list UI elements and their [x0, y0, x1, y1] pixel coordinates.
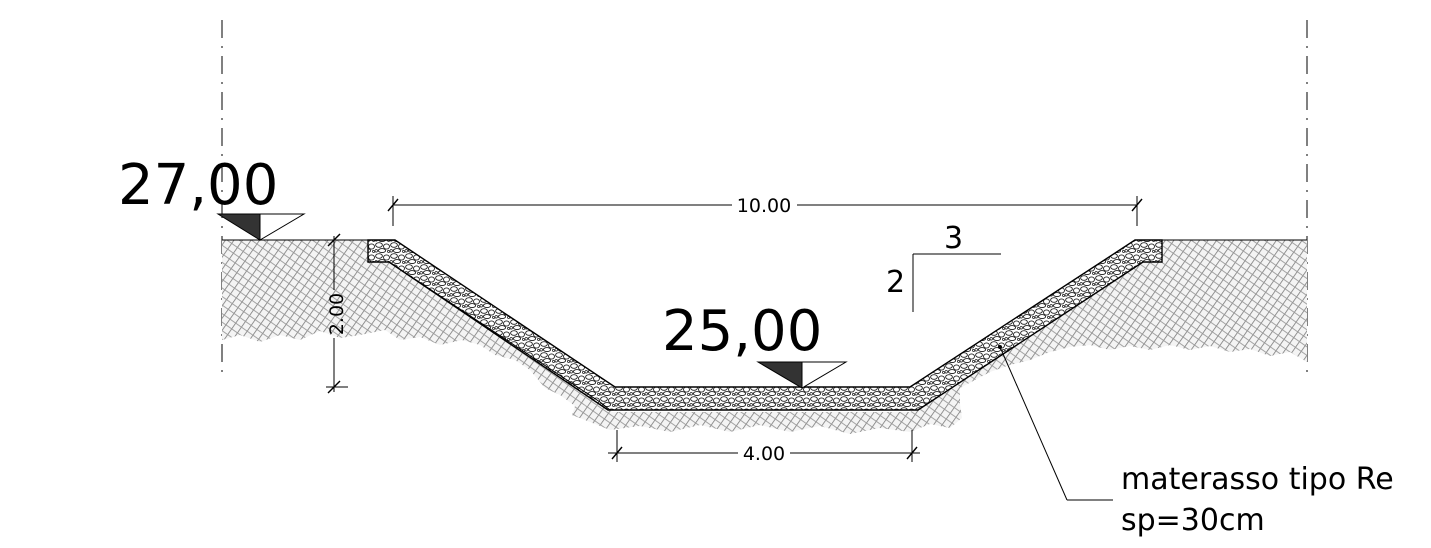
- soil-right: [910, 240, 1307, 412]
- slope-indicator: 3 2: [886, 221, 1001, 312]
- mattress-underside: [388, 261, 611, 411]
- slope-horizontal-label: 3: [944, 221, 963, 256]
- mattress-note: materasso tipo Re sp=30cm: [998, 345, 1394, 538]
- dim-bottom-width: 4.00: [608, 430, 920, 465]
- soil-bottom: [572, 402, 962, 434]
- dim-bottom-width-label: 4.00: [743, 443, 785, 465]
- dim-top-width-label: 10.00: [737, 195, 791, 217]
- elevation-marker-bottom: 25,00: [662, 299, 848, 389]
- note-line-2: sp=30cm: [1121, 503, 1265, 538]
- dim-depth: 2.00: [326, 233, 348, 394]
- soil-left: [222, 240, 605, 406]
- dim-depth-label: 2.00: [326, 293, 348, 335]
- slope-vertical-label: 2: [886, 265, 905, 300]
- elevation-marker-top: 27,00: [118, 153, 306, 241]
- elevation-bottom-label: 25,00: [662, 299, 822, 364]
- dim-top-width: 10.00: [387, 195, 1143, 226]
- elevation-top-label: 27,00: [118, 153, 278, 218]
- note-line-1: materasso tipo Re: [1121, 462, 1394, 497]
